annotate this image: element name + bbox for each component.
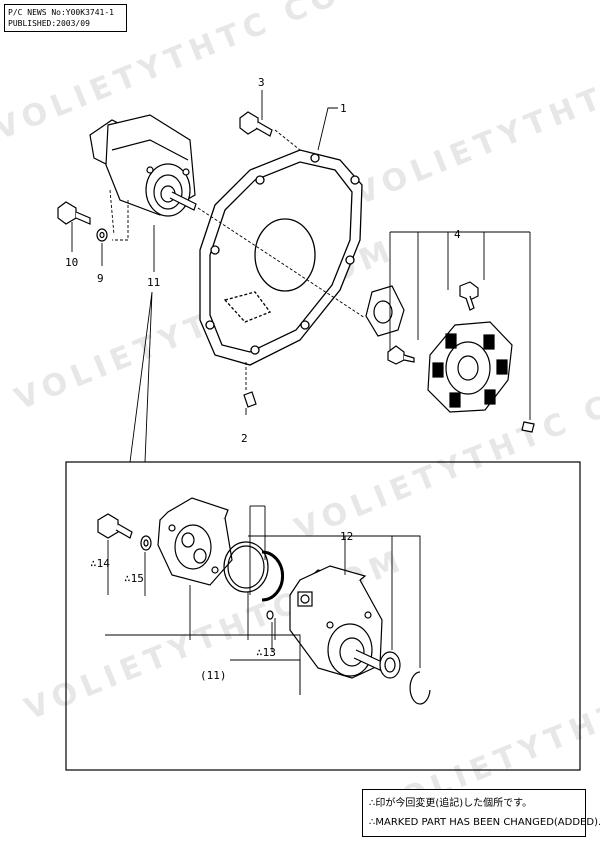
housing-plate	[199, 149, 363, 366]
callout-3: 3	[258, 76, 265, 89]
callout-10: 10	[65, 256, 78, 269]
note-japanese: ∴印が今回変更(追記)した個所です。	[369, 798, 533, 809]
bolt-10	[57, 201, 91, 225]
published-date: PUBLISHED:2003/09	[8, 19, 90, 28]
callout-14: ∴14	[90, 557, 110, 570]
pin-2	[243, 391, 257, 408]
leader-lines-upper	[71, 90, 531, 463]
leader-lines-detail	[105, 505, 421, 695]
callout-4: 4	[454, 228, 461, 241]
pump-assembly-upper	[89, 114, 197, 217]
watermark-text: VOLIETYTHTC COM	[350, 27, 600, 212]
snap-ring	[409, 671, 431, 705]
washer-9	[96, 228, 108, 242]
pump-body-detail	[289, 565, 383, 679]
port-flange	[157, 497, 233, 586]
bolt-14	[97, 513, 133, 539]
callout-1: 1	[340, 102, 347, 115]
callout-2: 2	[241, 432, 248, 445]
news-number: P/C NEWS No:Y00K3741-1	[8, 8, 114, 17]
callout-12: 12	[340, 530, 353, 543]
oil-seal	[379, 651, 401, 679]
seal-13	[261, 550, 285, 620]
callout-9: 9	[97, 272, 104, 285]
callout-13: ∴13	[256, 646, 276, 659]
callout-15: ∴15	[124, 572, 144, 585]
callout-11-paren: (11)	[200, 669, 227, 682]
watermark-layer: VOLIETYTHTC COM VOLIETYTHTC COM VOLIETYT…	[0, 0, 600, 827]
detail-box	[65, 461, 581, 771]
bolt-3	[239, 111, 273, 137]
header-box: P/C NEWS No:Y00K3741-1 PUBLISHED:2003/09	[4, 4, 127, 32]
note-english: ∴MARKED PART HAS BEEN CHANGED(ADDED).	[369, 817, 600, 828]
callout-11: 11	[147, 276, 160, 289]
change-note-box: ∴印が今回変更(追記)した個所です。 ∴MARKED PART HAS BEEN…	[362, 789, 600, 837]
o-ring	[223, 541, 269, 593]
coupling-group	[365, 281, 535, 433]
callout-labels: 3 1 4 10 9 11 2 12 ∴14 ∴15 ∴13 (11)	[65, 76, 461, 682]
washer-15	[140, 535, 152, 551]
